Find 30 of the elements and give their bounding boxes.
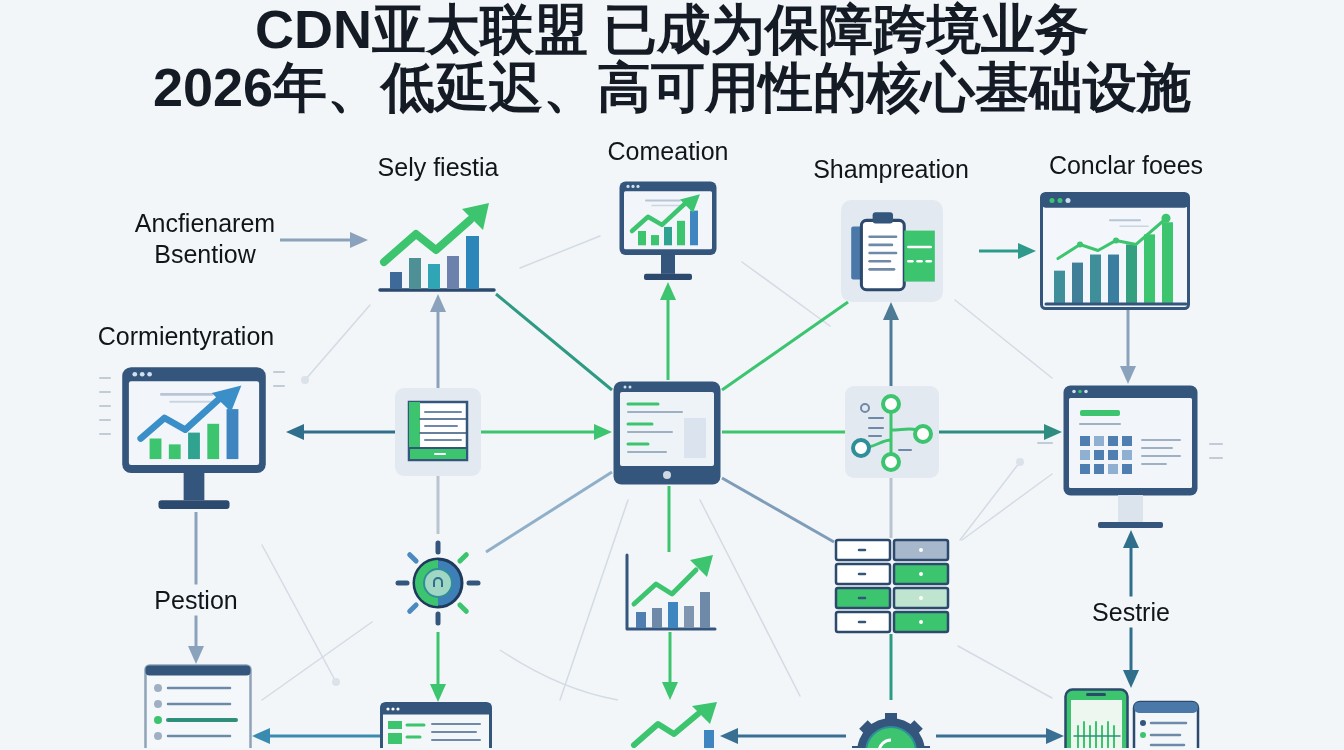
connector-line	[722, 430, 845, 434]
arrow	[286, 424, 395, 440]
connector-line	[436, 476, 440, 534]
connector-line	[495, 292, 613, 392]
connector-line	[721, 300, 849, 392]
arrow	[430, 632, 446, 702]
connector-line	[889, 478, 893, 538]
connector-line	[485, 470, 613, 554]
arrow	[252, 728, 380, 744]
arrow	[1120, 310, 1136, 384]
arrow	[660, 282, 676, 380]
arrow	[979, 243, 1036, 259]
arrow	[430, 294, 446, 388]
arrow	[280, 232, 368, 248]
text-label: Ancfienarem Bsentiow	[133, 208, 277, 270]
icon-label: Conclar foees	[1048, 150, 1204, 180]
icon-label: Shampreation	[813, 154, 969, 184]
arrow	[720, 728, 846, 744]
icon-label: Cormientyration	[97, 321, 275, 351]
arrow	[883, 302, 899, 386]
arrow	[662, 632, 678, 700]
icon-label: Sely fiestia	[377, 152, 499, 182]
icon-label: Comeation	[607, 136, 729, 166]
title: CDN亚太联盟 已成为保障跨境业务 2026年、低延迟、高可用性的核心基础设施	[151, 0, 1193, 116]
connector-line	[667, 486, 671, 552]
arrow	[481, 424, 612, 440]
connector-line	[889, 634, 893, 700]
arrow	[936, 728, 1064, 744]
arrow	[939, 424, 1062, 440]
connector-line	[721, 476, 835, 544]
